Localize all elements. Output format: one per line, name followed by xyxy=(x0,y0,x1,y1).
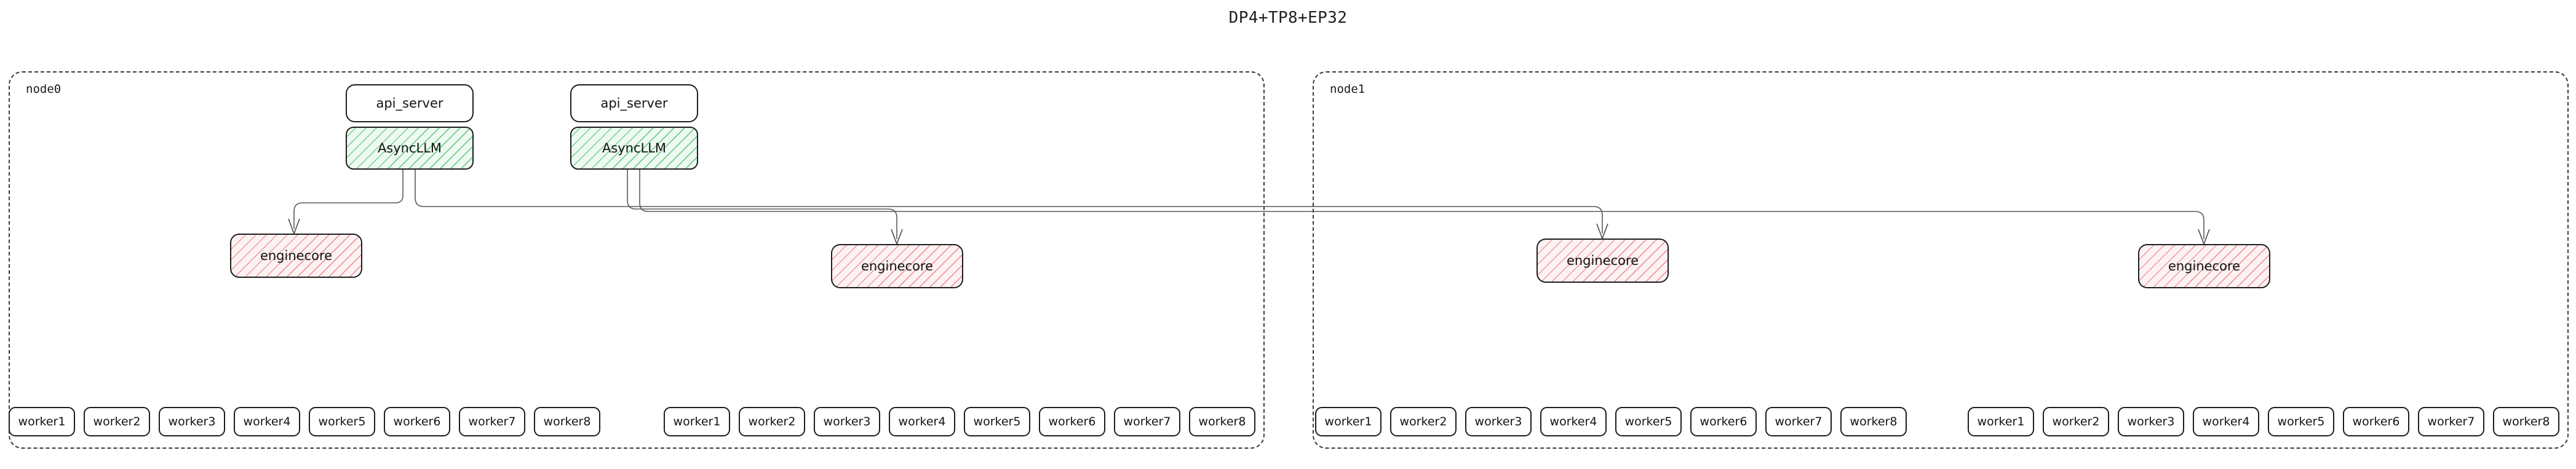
worker-box-1-7[interactable]: worker7 xyxy=(1114,407,1180,436)
worker-label-1-3: worker3 xyxy=(823,415,871,428)
enginecore-label-1: enginecore xyxy=(861,259,934,274)
worker-group-2: worker1 worker2 worker3 worker4 worker5 … xyxy=(1315,407,1907,439)
worker-box-0-1[interactable]: worker1 xyxy=(9,407,75,436)
worker-label-1-7: worker7 xyxy=(1123,415,1171,428)
worker-box-3-7[interactable]: worker7 xyxy=(2418,407,2484,436)
worker-label-3-6: worker6 xyxy=(2352,415,2400,428)
worker-box-3-8[interactable]: worker8 xyxy=(2493,407,2559,436)
worker-label-3-5: worker5 xyxy=(2277,415,2325,428)
worker-label-0-2: worker2 xyxy=(93,415,141,428)
cluster-label-node0: node0 xyxy=(26,82,62,96)
worker-group-1: worker1 worker2 worker3 worker4 worker5 … xyxy=(664,407,1255,439)
worker-box-0-6[interactable]: worker6 xyxy=(384,407,450,436)
worker-label-2-8: worker8 xyxy=(1850,415,1898,428)
enginecore-box-3[interactable]: enginecore xyxy=(2138,244,2270,288)
worker-box-3-4[interactable]: worker4 xyxy=(2193,407,2259,436)
worker-label-1-1: worker1 xyxy=(673,415,721,428)
worker-box-0-7[interactable]: worker7 xyxy=(459,407,525,436)
worker-box-3-3[interactable]: worker3 xyxy=(2118,407,2184,436)
worker-label-3-4: worker4 xyxy=(2202,415,2250,428)
worker-label-2-4: worker4 xyxy=(1549,415,1597,428)
asyncllm-box-0[interactable]: AsyncLLM xyxy=(346,127,474,170)
asyncllm-label-0: AsyncLLM xyxy=(377,141,442,156)
worker-box-2-1[interactable]: worker1 xyxy=(1315,407,1381,436)
worker-box-1-8[interactable]: worker8 xyxy=(1189,407,1255,436)
worker-label-3-2: worker2 xyxy=(2052,415,2100,428)
cluster-label-node1: node1 xyxy=(1330,82,1366,96)
page-title: DP4+TP8+EP32 xyxy=(1228,9,1348,27)
worker-box-3-5[interactable]: worker5 xyxy=(2268,407,2334,436)
worker-box-2-6[interactable]: worker6 xyxy=(1690,407,1757,436)
worker-label-2-7: worker7 xyxy=(1775,415,1823,428)
worker-label-1-2: worker2 xyxy=(748,415,796,428)
worker-label-3-7: worker7 xyxy=(2427,415,2475,428)
api-server-label-0: api_server xyxy=(376,96,443,111)
worker-box-2-7[interactable]: worker7 xyxy=(1765,407,1832,436)
worker-group-3: worker1 worker2 worker3 worker4 worker5 … xyxy=(1968,407,2559,439)
worker-box-0-3[interactable]: worker3 xyxy=(159,407,225,436)
worker-box-0-8[interactable]: worker8 xyxy=(534,407,600,436)
api-server-box-1[interactable]: api_server xyxy=(570,84,698,122)
asyncllm-box-1[interactable]: AsyncLLM xyxy=(570,127,698,170)
worker-label-1-8: worker8 xyxy=(1198,415,1246,428)
worker-label-2-6: worker6 xyxy=(1699,415,1747,428)
worker-box-0-2[interactable]: worker2 xyxy=(84,407,150,436)
worker-box-1-3[interactable]: worker3 xyxy=(814,407,880,436)
worker-label-0-5: worker5 xyxy=(318,415,366,428)
worker-box-2-4[interactable]: worker4 xyxy=(1540,407,1607,436)
enginecore-box-2[interactable]: enginecore xyxy=(1536,238,1669,283)
worker-label-0-1: worker1 xyxy=(18,415,66,428)
worker-group-0: worker1 worker2 worker3 worker4 worker5 … xyxy=(9,407,600,439)
worker-box-2-3[interactable]: worker3 xyxy=(1465,407,1532,436)
worker-label-2-1: worker1 xyxy=(1324,415,1372,428)
worker-label-3-8: worker8 xyxy=(2502,415,2550,428)
enginecore-label-0: enginecore xyxy=(260,248,333,263)
worker-label-1-5: worker5 xyxy=(973,415,1021,428)
cluster-node1[interactable]: node1 xyxy=(1313,71,2569,449)
worker-box-3-2[interactable]: worker2 xyxy=(2043,407,2109,436)
worker-box-2-8[interactable]: worker8 xyxy=(1840,407,1907,436)
worker-box-1-1[interactable]: worker1 xyxy=(664,407,730,436)
enginecore-box-1[interactable]: enginecore xyxy=(831,244,963,288)
cluster-node0[interactable]: node0 xyxy=(9,71,1265,449)
worker-label-3-3: worker3 xyxy=(2127,415,2175,428)
worker-label-1-4: worker4 xyxy=(898,415,946,428)
api-server-label-1: api_server xyxy=(600,96,668,111)
worker-label-1-6: worker6 xyxy=(1048,415,1096,428)
worker-label-0-8: worker8 xyxy=(543,415,591,428)
worker-box-1-2[interactable]: worker2 xyxy=(739,407,805,436)
worker-label-2-3: worker3 xyxy=(1474,415,1522,428)
worker-box-2-5[interactable]: worker5 xyxy=(1615,407,1682,436)
asyncllm-label-1: AsyncLLM xyxy=(602,141,667,156)
worker-label-2-2: worker2 xyxy=(1399,415,1447,428)
worker-box-0-5[interactable]: worker5 xyxy=(309,407,375,436)
worker-box-1-4[interactable]: worker4 xyxy=(889,407,955,436)
worker-label-0-6: worker6 xyxy=(393,415,441,428)
worker-label-0-7: worker7 xyxy=(468,415,516,428)
api-server-box-0[interactable]: api_server xyxy=(346,84,474,122)
worker-box-3-1[interactable]: worker1 xyxy=(1968,407,2034,436)
worker-box-1-5[interactable]: worker5 xyxy=(964,407,1030,436)
worker-box-1-6[interactable]: worker6 xyxy=(1039,407,1105,436)
enginecore-label-3: enginecore xyxy=(2168,259,2241,274)
worker-label-2-5: worker5 xyxy=(1624,415,1672,428)
enginecore-box-0[interactable]: enginecore xyxy=(230,234,362,278)
worker-label-3-1: worker1 xyxy=(1977,415,2025,428)
worker-box-2-2[interactable]: worker2 xyxy=(1390,407,1457,436)
worker-label-0-3: worker3 xyxy=(168,415,216,428)
worker-label-0-4: worker4 xyxy=(243,415,291,428)
worker-box-0-4[interactable]: worker4 xyxy=(234,407,300,436)
worker-box-3-6[interactable]: worker6 xyxy=(2343,407,2409,436)
enginecore-label-2: enginecore xyxy=(1566,253,1639,268)
